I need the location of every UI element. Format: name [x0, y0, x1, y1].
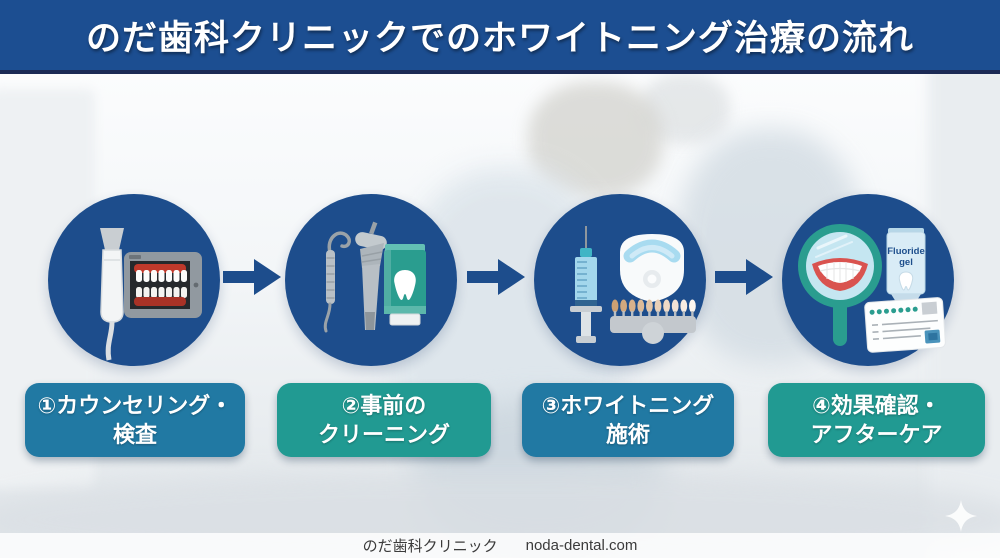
flow-arrow-icon-3: [715, 259, 773, 295]
step-4-icons: Fluoride gel: [798, 224, 946, 353]
step-label-1-line1: ①カウンセリング・: [37, 392, 233, 418]
teeth-photo-tablet-icon: [124, 252, 202, 318]
sparkle-icon: [945, 500, 977, 532]
step-label-4-line2: アフターケア: [810, 422, 943, 447]
step-label-2-line2: クリーニング: [317, 422, 450, 447]
dental-drill-icon: [355, 221, 387, 330]
step-circle-2: [285, 194, 457, 366]
step-label-1: ①カウンセリング・ 検査: [25, 383, 245, 457]
step-label-3: ③ホワイトニング 施術: [522, 383, 734, 457]
step-label-3-line1: ③ホワイトニング: [541, 392, 715, 418]
hand-mirror-smile-icon: [798, 224, 882, 346]
step-label-3-line2: 施術: [605, 422, 650, 447]
step-label-4-line1: ④効果確認・: [812, 392, 941, 418]
step-2-icons: [323, 221, 426, 333]
syringe-icon: [570, 226, 602, 343]
step-label-4: ④効果確認・ アフターケア: [768, 383, 985, 457]
tooth-shade-guide-icon: [610, 299, 696, 344]
flow-arrow-icon-1: [223, 259, 281, 295]
whitening-mouth-tray-icon: [620, 234, 684, 302]
dental-scaler-icon: [323, 231, 351, 333]
footer-bar: のだ歯科クリニック noda-dental.com: [0, 533, 1000, 558]
header-bar: のだ歯科クリニックでのホワイトニング治療の流れ: [0, 0, 1000, 74]
step-label-2-line1: ②事前の: [341, 392, 427, 418]
footer-clinic-name: のだ歯科クリニック: [362, 538, 498, 555]
step-label-1-line2: 検査: [112, 422, 157, 447]
page-title: のだ歯科クリニックでのホワイトニング治療の流れ: [85, 18, 914, 58]
intraoral-scanner-icon: [100, 228, 124, 361]
step-label-2: ②事前の クリーニング: [277, 383, 491, 457]
step-circle-1: [48, 194, 220, 366]
footer-website: noda-dental.com: [525, 537, 638, 554]
fluoride-label-line1: Fluoride: [887, 246, 924, 257]
step-1-icons: [100, 228, 202, 361]
step-circle-4: Fluoride gel: [782, 194, 954, 366]
appointment-card-icon: [864, 297, 946, 353]
toothpaste-tube-icon: [384, 244, 426, 326]
fluoride-label-line2: gel: [899, 257, 913, 268]
step-3-icons: [570, 226, 696, 344]
flow-arrow-icon-2: [467, 259, 525, 295]
step-circle-3: [534, 194, 706, 366]
